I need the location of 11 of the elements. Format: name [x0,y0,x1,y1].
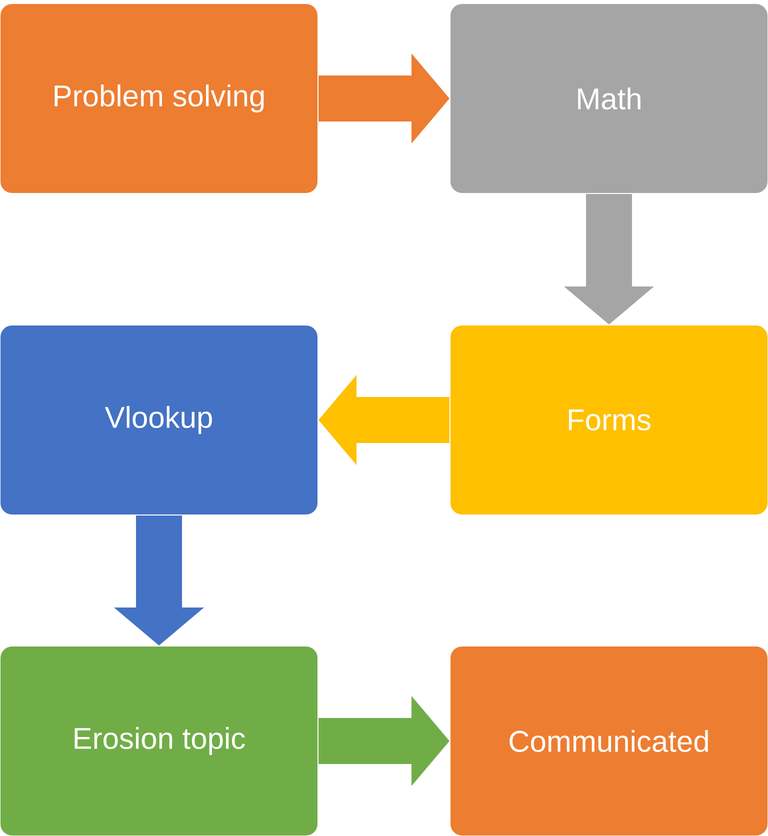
process-box: Vlookup [0,324,318,516]
block-arrow [318,375,450,465]
block-arrow [564,194,654,324]
process-box: Forms [450,324,768,516]
process-box: Problem solving [0,3,318,194]
block-arrow [318,54,450,144]
process-box: Erosion topic [0,646,318,836]
block-arrow [114,516,204,646]
block-arrow [318,696,450,786]
process-box: Communicated [450,646,768,836]
process-box: Math [450,3,768,194]
